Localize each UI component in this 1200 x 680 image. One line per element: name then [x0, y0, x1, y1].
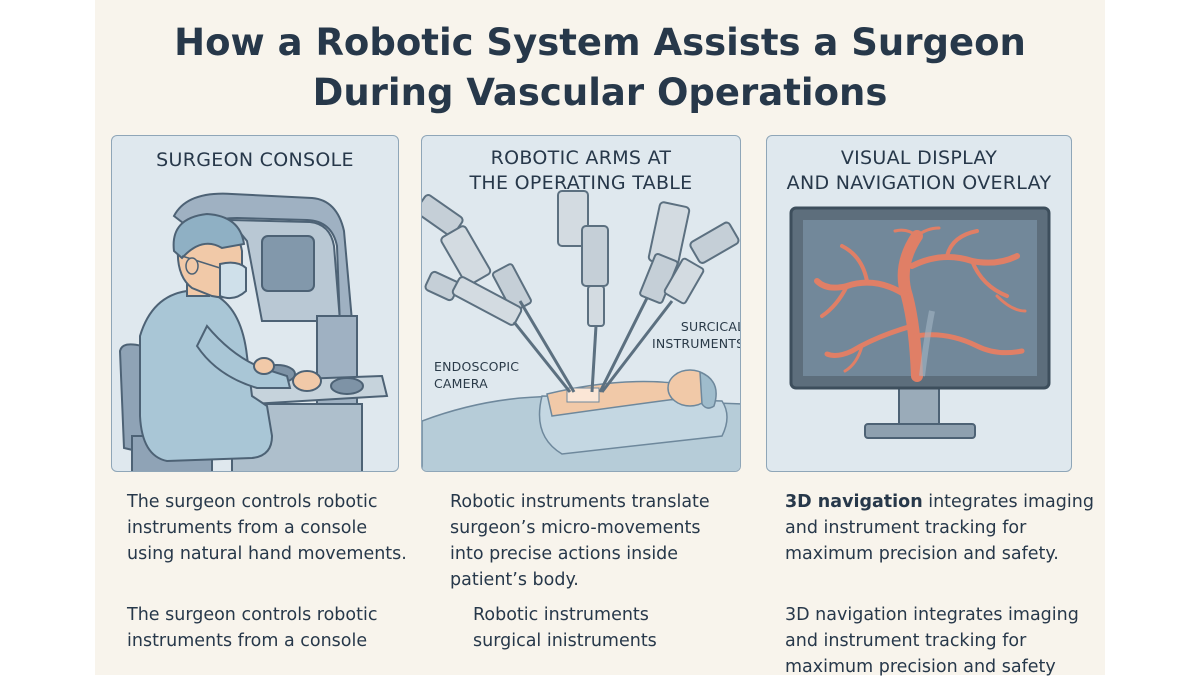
label-surgical-instruments: SURCICAL INSTRUMENTS [652, 319, 741, 351]
infographic-page: How a Robotic System Assists a Surgeon D… [95, 0, 1105, 677]
surgeon-console-illustration [118, 192, 389, 471]
monitor-illustration [789, 206, 1051, 439]
panel-robotic-arms: ROBOTIC ARMS AT THE OPERATING TABLE [421, 135, 741, 472]
panel-heading: ROBOTIC ARMS AT THE OPERATING TABLE [422, 146, 740, 196]
panel-heading-line-2: AND NAVIGATION OVERLAY [786, 172, 1052, 194]
panel-heading-line-1: VISUAL DISPLAY [840, 147, 998, 169]
label-endoscopic-camera: ENDOSCOPIC CAMERA [434, 359, 520, 391]
title-line-1: How a Robotic System Assists a Surgeon [174, 21, 1026, 64]
panel-heading-line-1: ROBOTIC ARMS AT [490, 147, 672, 169]
title-line-2: During Vascular Operations [312, 71, 888, 114]
description-visual-display: 3D navigation integrates imaging and ins… [785, 492, 1094, 564]
panel-heading: SURGEON CONSOLE [156, 149, 354, 171]
panel-heading-line-2: THE OPERATING TABLE [469, 172, 693, 194]
robotic-arms-illustration [422, 190, 740, 471]
secondary-text-visual-display: 3D navigation integrates imaging and ins… [785, 605, 1079, 677]
description-robotic-arms: Robotic instruments translate surgeon’s … [450, 492, 710, 590]
description-surgeon-console: The surgeon controls robotic instruments… [127, 492, 407, 564]
panel-visual-display: VISUAL DISPLAY AND NAVIGATION OVERLAY [766, 135, 1072, 472]
secondary-text-robotic-arms: Robotic instruments surgical inistrument… [473, 605, 657, 651]
panel-heading: VISUAL DISPLAY AND NAVIGATION OVERLAY [767, 146, 1071, 196]
vessel-tree-icon [814, 226, 1027, 382]
panel-surgeon-console: SURGEON CONSOLE [111, 135, 399, 472]
page-title: How a Robotic System Assists a Surgeon D… [95, 18, 1105, 118]
secondary-text-surgeon-console: The surgeon controls robotic instruments… [127, 605, 378, 651]
